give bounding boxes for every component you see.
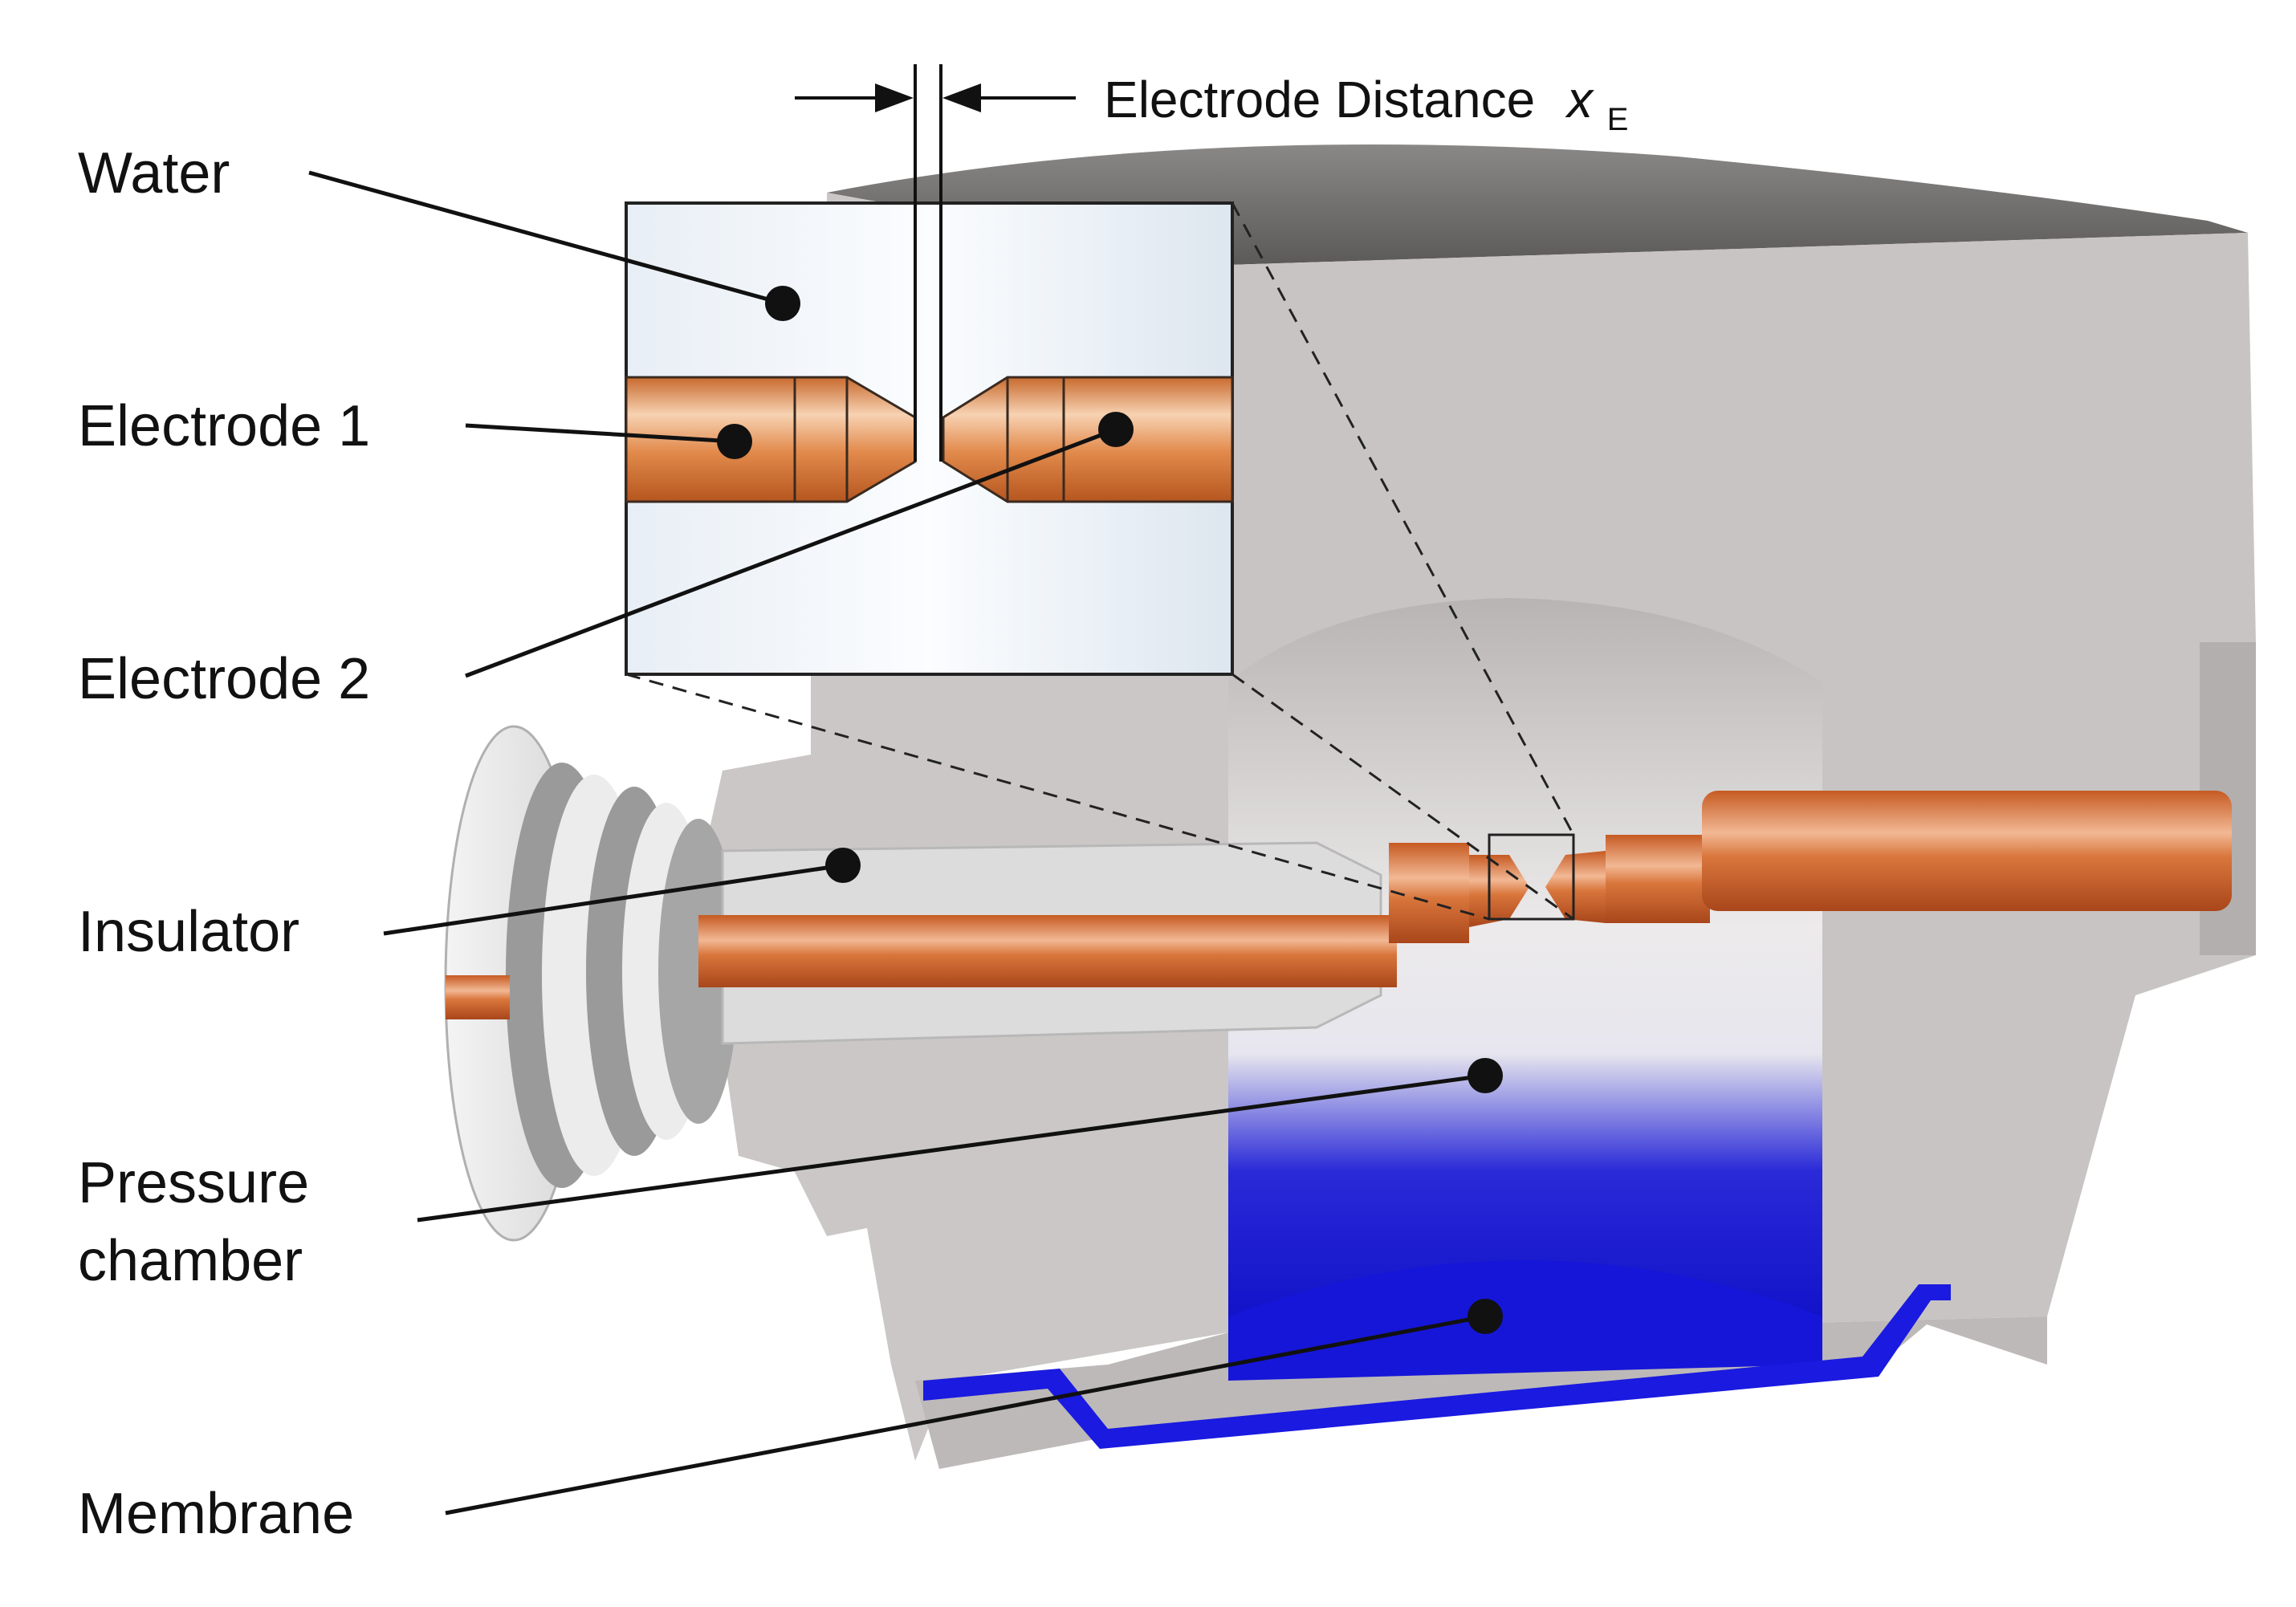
leader-dots	[717, 286, 1503, 1334]
label-membrane: Membrane	[78, 1482, 354, 1546]
pressure-chamber-leader	[417, 1073, 1486, 1223]
electrode-distance-symbol: x	[1565, 71, 1594, 128]
label-electrode-2: Electrode 2	[78, 647, 370, 711]
electrode-2-tip	[1545, 851, 1606, 923]
membrane-dot	[1468, 1299, 1503, 1334]
electrode1-leader	[465, 423, 735, 444]
electrode-assembly	[446, 791, 2232, 1019]
electrode-distance-dimension	[795, 64, 1076, 462]
label-water: Water	[78, 141, 230, 205]
electrode-distance-label: Electrode Distance x E	[1104, 71, 1628, 137]
label-pressure: Pressure	[78, 1151, 309, 1215]
dimension-arrow-right-head	[942, 83, 981, 112]
electrode-2-collar	[1606, 835, 1710, 923]
pressure-chamber-dot	[1468, 1058, 1503, 1093]
water-dot	[765, 286, 800, 321]
electrode-distance-subscript: E	[1607, 102, 1629, 137]
projection-line-3	[625, 673, 1490, 921]
insulator-dot	[825, 848, 861, 883]
insulator-leader	[383, 863, 844, 936]
chamber	[1228, 598, 1822, 1381]
label-chamber: chamber	[78, 1229, 303, 1293]
electrode-1-collar	[1389, 843, 1469, 943]
membrane-leader	[445, 1314, 1486, 1515]
chamber-water-bottom	[1228, 1260, 1822, 1381]
electrode-distance-text: Electrode Distance	[1104, 71, 1535, 128]
projection-line-2	[1231, 673, 1574, 921]
chamber-cavity	[1228, 598, 1822, 1332]
electrode2-dot	[1098, 412, 1134, 447]
electrode2-leader	[465, 427, 1117, 678]
electrode-1-tip	[1469, 855, 1529, 927]
electrode-2-rod	[1702, 791, 2232, 911]
tip-zoom-box	[1488, 833, 1575, 921]
label-insulator: Insulator	[78, 900, 299, 964]
insulator-disc	[444, 725, 739, 1242]
dimension-arrow-left-head	[875, 83, 914, 112]
water-leader	[308, 170, 784, 306]
label-electrode-1: Electrode 1	[78, 394, 370, 458]
membrane	[923, 1284, 1951, 1449]
leaders	[308, 170, 1486, 1515]
terminal-stud	[446, 975, 510, 1019]
electrode1-dot	[717, 424, 752, 459]
electrode-1-rod	[698, 915, 1397, 987]
projection-lines	[625, 202, 1575, 921]
